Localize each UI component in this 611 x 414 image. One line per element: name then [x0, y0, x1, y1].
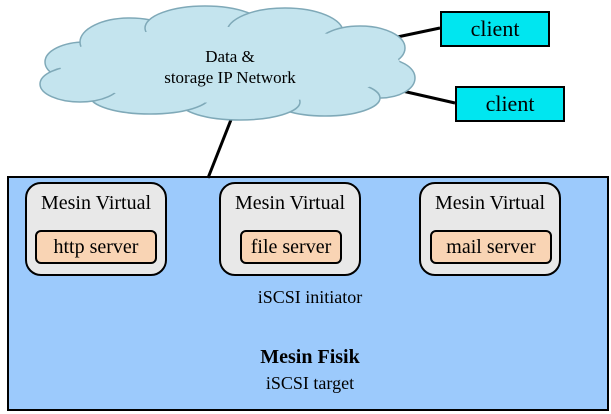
cloud-icon	[39, 5, 416, 121]
client-node-1: client	[440, 11, 550, 47]
client-node-2: client	[455, 86, 565, 122]
physical-machine-title: Mesin Fisik	[260, 346, 360, 368]
iscsi-target-label: iSCSI target	[265, 373, 355, 393]
virtual-machine-3: Mesin Virtual mail server	[419, 182, 561, 276]
virtual-machine-1: Mesin Virtual http server	[25, 182, 167, 276]
file-server-box: file server	[240, 230, 342, 264]
service-label: file server	[250, 235, 332, 258]
link-network-to-client-2	[397, 88, 456, 105]
iscsi-initiator-label: iSCSI initiator	[257, 287, 363, 307]
client-label: client	[485, 91, 535, 116]
http-server-box: http server	[35, 230, 157, 264]
virtual-machine-title: Mesin Virtual	[40, 192, 152, 214]
client-label: client	[470, 16, 520, 41]
virtual-machine-2: Mesin Virtual file server	[219, 182, 361, 276]
virtual-machine-title: Mesin Virtual	[434, 192, 546, 214]
service-label: mail server	[446, 235, 536, 258]
virtual-machine-title: Mesin Virtual	[234, 192, 346, 214]
network-label: Data & storage IP Network	[164, 47, 296, 87]
mail-server-box: mail server	[430, 230, 552, 264]
service-label: http server	[53, 235, 139, 258]
